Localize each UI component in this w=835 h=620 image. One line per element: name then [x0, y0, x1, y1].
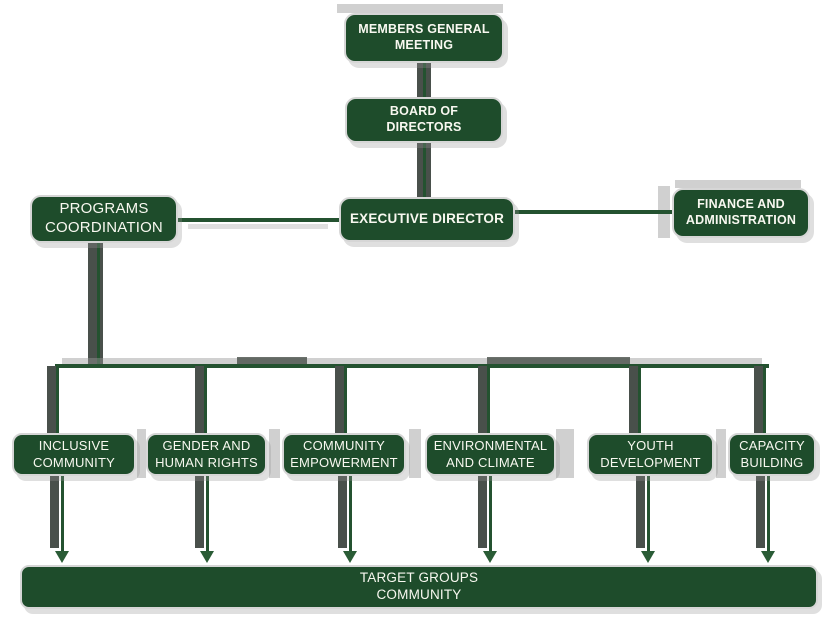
shadow-artifact: [556, 429, 574, 478]
shadow-artifact: [409, 429, 421, 478]
node-community-empowerment: COMMUNITY EMPOWERMENT: [282, 433, 406, 476]
arrow-inclusive-shadow: [50, 476, 59, 548]
node-gender-and-human-rights: GENDER AND HUMAN RIGHTS: [146, 433, 267, 476]
arrow-capacity-line: [767, 476, 770, 552]
drop-environmental: [478, 366, 487, 433]
arrowhead-down-icon: [641, 551, 655, 563]
shadow-artifact: [269, 429, 280, 478]
drop-youth: [629, 366, 638, 433]
arrowhead-down-icon: [483, 551, 497, 563]
connector-executive-programs: [178, 218, 339, 222]
drop-capacity-line: [763, 366, 766, 433]
arrowhead-down-icon: [55, 551, 69, 563]
node-finance-and-administration: FINANCE AND ADMINISTRATION: [672, 188, 810, 238]
node-capacity-building: CAPACITY BUILDING: [728, 433, 816, 476]
connector-programs-bus-line: [97, 242, 100, 365]
node-members-general-meeting: MEMBERS GENERAL MEETING: [344, 13, 504, 63]
node-inclusive-community: INCLUSIVE COMMUNITY: [12, 433, 136, 476]
bus-shadow-dark: [237, 357, 307, 365]
shadow-artifact: [675, 180, 801, 188]
drop-capacity: [754, 366, 763, 433]
bus-shadow: [62, 358, 762, 364]
drop-gender-line: [204, 366, 207, 433]
drop-community-line: [344, 366, 347, 433]
arrow-community-line: [349, 476, 352, 552]
drop-inclusive: [47, 366, 56, 433]
arrow-youth-line: [647, 476, 650, 552]
connector-programs-bus: [88, 242, 103, 365]
arrow-environmental-shadow: [478, 476, 487, 548]
arrowhead-down-icon: [761, 551, 775, 563]
arrow-environmental-line: [489, 476, 492, 552]
arrow-capacity-shadow: [756, 476, 765, 548]
arrow-gender-shadow: [195, 476, 204, 548]
bus-line: [55, 364, 769, 368]
shadow-artifact: [137, 429, 146, 478]
node-target-groups-community: TARGET GROUPS COMMUNITY: [20, 565, 818, 609]
node-board-of-directors: BOARD OF DIRECTORS: [345, 97, 503, 143]
bus-shadow-dark: [487, 357, 630, 365]
shadow-artifact: [716, 429, 726, 478]
arrow-community-shadow: [338, 476, 347, 548]
connector-executive-programs-shadow: [188, 224, 328, 229]
node-programs-coordination: PROGRAMS COORDINATION: [30, 195, 178, 243]
arrowhead-down-icon: [200, 551, 214, 563]
arrow-inclusive-line: [61, 476, 64, 552]
arrow-gender-line: [206, 476, 209, 552]
node-youth-development: YOUTH DEVELOPMENT: [587, 433, 714, 476]
drop-gender: [195, 366, 204, 433]
arrow-youth-shadow: [636, 476, 645, 548]
node-environmental-and-climate: ENVIRONMENTAL AND CLIMATE: [425, 433, 556, 476]
connector-members-board-line: [423, 62, 426, 98]
connector-executive-finance: [515, 210, 672, 214]
node-executive-director: EXECUTIVE DIRECTOR: [339, 197, 515, 242]
drop-youth-line: [638, 366, 641, 433]
arrowhead-down-icon: [343, 551, 357, 563]
drop-inclusive-line: [56, 366, 59, 433]
drop-environmental-line: [487, 366, 490, 433]
shadow-artifact: [337, 4, 503, 13]
connector-board-executive-line: [423, 142, 426, 198]
drop-community: [335, 366, 344, 433]
